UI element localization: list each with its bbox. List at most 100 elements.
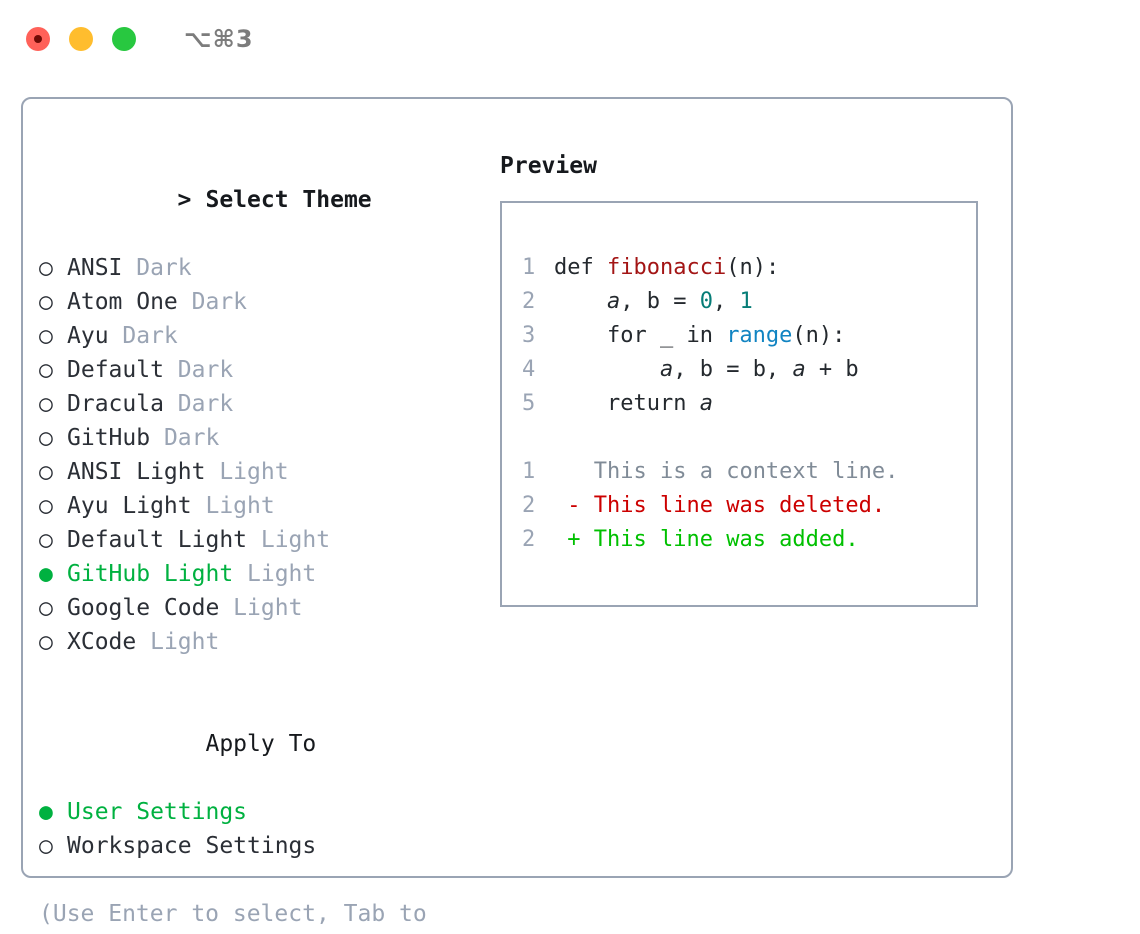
- minimize-button[interactable]: [69, 27, 93, 51]
- theme-option-label: Google Code: [67, 595, 220, 621]
- code-token-kw: def: [554, 255, 607, 280]
- code-token-plain: [554, 289, 607, 314]
- theme-option-label: Ayu: [67, 323, 109, 349]
- diff-sign: +: [554, 527, 594, 552]
- code-token-fn: fibonacci: [606, 255, 727, 280]
- list-spacer: [39, 659, 493, 693]
- apply-to-option-user-settings[interactable]: ● User Settings: [39, 795, 493, 829]
- theme-option-variant: Light: [136, 629, 220, 655]
- maximize-button[interactable]: [112, 27, 136, 51]
- theme-list: ○ANSI Dark○Atom One Dark○Ayu Dark○Defaul…: [39, 251, 493, 659]
- code-token-plain: , b = b,: [673, 357, 793, 382]
- code-token-num: 0: [699, 289, 713, 314]
- theme-option-label: Ayu Light: [67, 493, 192, 519]
- theme-option-ayu-light[interactable]: ○ Ayu Light Light: [39, 489, 493, 523]
- radio-unselected-icon: ○: [39, 323, 53, 349]
- theme-option-github[interactable]: ○ GitHub Dark: [39, 421, 493, 455]
- theme-option-label: Default: [67, 357, 164, 383]
- code-token-plain: ,: [712, 289, 740, 314]
- theme-option-label: ANSI: [67, 255, 123, 281]
- keyboard-hint: (Use Enter to select, Tab to change focu…: [39, 901, 427, 927]
- line-number: 2: [522, 527, 536, 552]
- line-number: 4: [522, 357, 536, 382]
- theme-option-label: Default Light: [67, 527, 248, 553]
- preview-title: Preview: [500, 153, 597, 179]
- code-token-plain: (n):: [792, 323, 846, 348]
- theme-option-ansi-light[interactable]: ○ANSI Light Light: [39, 455, 493, 489]
- apply-to-option-workspace-settings[interactable]: ○Workspace Settings: [39, 829, 493, 863]
- code-line: 3 for _ in range(n):: [522, 319, 976, 353]
- apply-to-prefix-slot: [177, 727, 205, 761]
- theme-option-ayu[interactable]: ○ Ayu Dark: [39, 319, 493, 353]
- code-token-plain: + b: [805, 357, 859, 382]
- theme-option-ansi[interactable]: ○ANSI Dark: [39, 251, 493, 285]
- code-token-plain: b: [646, 289, 660, 314]
- code-token-builtin: range: [726, 323, 793, 348]
- radio-selected-icon: ●: [39, 799, 53, 825]
- title-bar: ⌥⌘3: [0, 0, 1140, 78]
- radio-unselected-icon: ○: [39, 629, 53, 655]
- window-controls: [26, 27, 136, 51]
- code-token-plain: (n):: [726, 255, 780, 280]
- line-number: 1: [522, 255, 536, 280]
- keyboard-shortcut-label: ⌥⌘3: [184, 25, 254, 53]
- diff-line-context: 1 This is a context line.: [522, 455, 976, 489]
- code-token-var: a: [606, 289, 621, 314]
- code-token-var: a: [699, 391, 713, 416]
- code-token-plain: [554, 357, 660, 382]
- apply-to-list: ● User Settings ○Workspace Settings: [39, 795, 493, 863]
- theme-option-variant: Light: [205, 459, 289, 485]
- radio-selected-icon: ●: [39, 561, 53, 587]
- theme-option-label: Atom One: [67, 289, 178, 315]
- theme-option-variant: Dark: [108, 323, 178, 349]
- line-number: 1: [522, 459, 536, 484]
- code-line: 1 def fibonacci(n):: [522, 251, 976, 285]
- theme-option-variant: Light: [247, 527, 331, 553]
- theme-option-github-light[interactable]: ● GitHub Light Light: [39, 557, 493, 591]
- theme-option-variant: Dark: [150, 425, 220, 451]
- theme-option-variant: Dark: [163, 357, 234, 383]
- radio-unselected-icon: ○: [39, 255, 53, 281]
- theme-option-variant: Light: [191, 493, 275, 519]
- theme-option-label: XCode: [67, 629, 137, 655]
- theme-option-default[interactable]: ○ Default Dark: [39, 353, 493, 387]
- code-token-plain: =: [659, 289, 700, 314]
- theme-option-atom-one[interactable]: ○ Atom One Dark: [39, 285, 493, 319]
- theme-option-google-code[interactable]: ○Google Code Light: [39, 591, 493, 625]
- diff-line-deleted: 2 - This line was deleted.: [522, 489, 976, 523]
- diff-sample: 1 This is a context line.2 - This line w…: [522, 455, 976, 557]
- line-number: 3: [522, 323, 536, 348]
- main-panel: >Select Theme ○ANSI Dark○Atom One Dark○A…: [21, 97, 1013, 927]
- radio-unselected-icon: ○: [39, 289, 53, 315]
- theme-option-label: ANSI Light: [67, 459, 206, 485]
- code-token-var: a: [659, 357, 674, 382]
- radio-unselected-icon: ○: [39, 425, 53, 451]
- apply-to-title: Apply To: [205, 731, 317, 757]
- radio-unselected-icon: ○: [39, 833, 53, 859]
- code-token-num: 1: [739, 289, 753, 314]
- theme-option-label: Dracula: [67, 391, 164, 417]
- code-line: 4 a, b = b, a + b: [522, 353, 976, 387]
- diff-text: This is a context line.: [593, 459, 899, 484]
- theme-option-label: GitHub Light: [67, 561, 234, 587]
- diff-sign: -: [554, 493, 594, 518]
- close-button[interactable]: [26, 27, 50, 51]
- radio-unselected-icon: ○: [39, 357, 53, 383]
- theme-option-xcode[interactable]: ○ XCode Light: [39, 625, 493, 659]
- radio-unselected-icon: ○: [39, 493, 53, 519]
- theme-option-variant: Light: [233, 561, 317, 587]
- diff-text: This line was deleted.: [593, 493, 886, 518]
- code-token-plain: return: [554, 391, 700, 416]
- theme-option-label: GitHub: [67, 425, 151, 451]
- theme-option-default-light[interactable]: ○Default Light Light: [39, 523, 493, 557]
- code-diff-gap: [522, 421, 976, 455]
- code-token-var: a: [792, 357, 806, 382]
- apply-to-option-label: User Settings: [67, 799, 248, 825]
- diff-line-added: 2 + This line was added.: [522, 523, 976, 557]
- theme-option-variant: Dark: [177, 289, 248, 315]
- apply-to-header: Apply To: [39, 693, 493, 795]
- theme-option-dracula[interactable]: ○Dracula Dark: [39, 387, 493, 421]
